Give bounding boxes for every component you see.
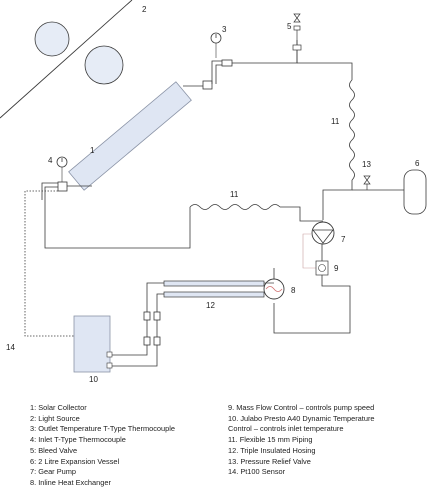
- pt100-sensor-line: [24, 190, 74, 337]
- inline-heat-exchanger: [263, 268, 285, 300]
- legend-item: 2: Light Source: [30, 413, 80, 423]
- callout-10: 10: [89, 375, 98, 384]
- outlet-fittings: [183, 40, 298, 90]
- callout-2: 2: [142, 5, 147, 14]
- light-source: [0, 0, 133, 119]
- legend-left: 1: Solar Collector 2: Light Source 3: Ou…: [30, 403, 175, 489]
- callout-11-right: 11: [331, 117, 340, 126]
- legend-item: 14. Pt100 Sensor: [228, 467, 286, 477]
- hosing-connectors: [110, 282, 164, 367]
- bleed-valve: [292, 13, 302, 63]
- solar-collector: [68, 81, 192, 191]
- callout-1: 1: [90, 146, 95, 155]
- pressure-relief-valve: [363, 175, 371, 190]
- flexible-pipe-right: [297, 62, 355, 220]
- callout-14: 14: [6, 343, 15, 352]
- expansion-vessel: [352, 169, 427, 215]
- lamp-2: [84, 45, 124, 85]
- callout-3: 3: [222, 25, 227, 34]
- triple-insulated-hosing: [163, 280, 274, 298]
- callout-4: 4: [48, 156, 53, 165]
- callout-13: 13: [362, 160, 371, 169]
- legend-item: 7: Gear Pump: [30, 467, 77, 477]
- legend-item: 6: 2 Litre Expansion Vessel: [30, 456, 120, 466]
- callout-5: 5: [287, 22, 292, 31]
- gear-pump: [311, 221, 335, 245]
- solar-collector-test-rig-diagram: 1 2 3 4 5 6 7 8 9 10 11 11 12 13 14: [0, 0, 427, 384]
- callout-11-middle: 11: [230, 190, 239, 199]
- inlet-thermocouple: [56, 156, 68, 182]
- mass-flow-control: [273, 233, 351, 334]
- legend-item: 5: Bleed Valve: [30, 445, 78, 455]
- lamp-1: [34, 21, 70, 57]
- temperature-control-unit: [73, 315, 113, 373]
- callout-12: 12: [206, 301, 215, 310]
- callout-7: 7: [341, 235, 346, 244]
- legend-item: 9. Mass Flow Control – controls pump spe…: [228, 403, 375, 412]
- callout-9: 9: [334, 264, 339, 273]
- legend-item: 10. Julabo Presto A40 Dynamic Temperatur…: [228, 413, 375, 423]
- legend-item: 11. Flexible 15 mm Piping: [228, 435, 313, 445]
- legend-right: 9. Mass Flow Control – controls pump spe…: [228, 403, 375, 478]
- legend-item: 12. Triple Insulated Hosing: [228, 445, 316, 455]
- inlet-fittings: [41, 181, 92, 200]
- legend-item: 8. Inline Heat Exchanger: [30, 477, 111, 487]
- legend-item: 3: Outlet Temperature T-Type Thermocoupl…: [30, 424, 176, 434]
- callout-8: 8: [291, 286, 296, 295]
- legend-item: 1: Solar Collector: [30, 403, 87, 412]
- callout-6: 6: [415, 159, 420, 168]
- legend-item: 13. Pressure Relief Valve: [228, 456, 311, 466]
- legend-item: 4: Inlet T-Type Thermocouple: [30, 435, 126, 445]
- flexible-pipe-middle: [44, 200, 323, 249]
- legend-item: Control – controls inlet temperature: [228, 424, 344, 434]
- outlet-thermocouple: [210, 32, 222, 58]
